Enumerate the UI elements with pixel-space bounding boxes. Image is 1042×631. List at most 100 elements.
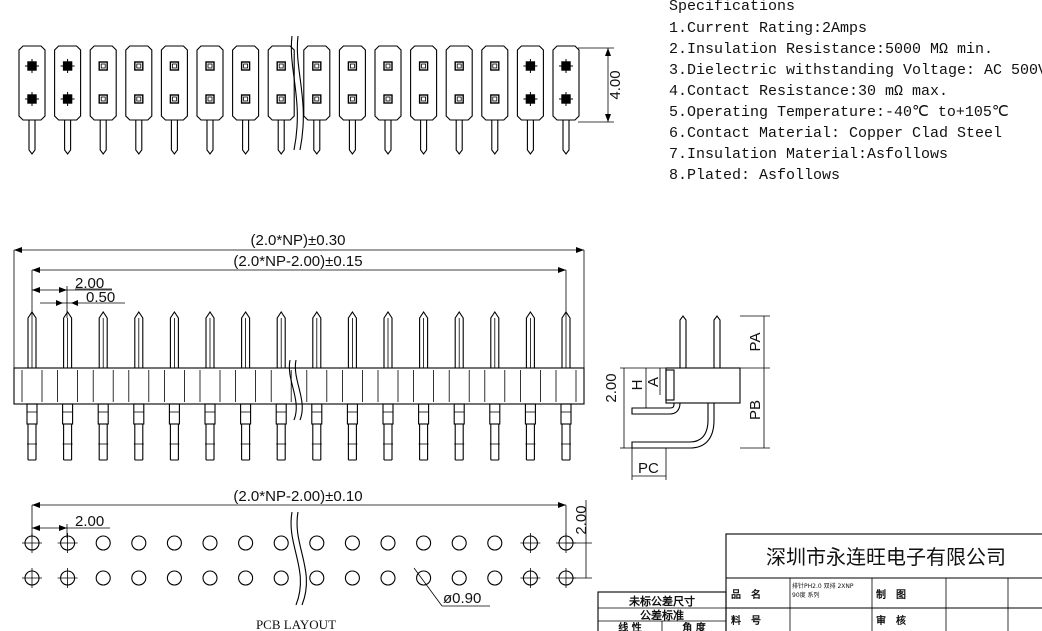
front-view (13, 311, 585, 461)
top-pin-housing (481, 45, 509, 155)
pcb-hole (202, 570, 218, 586)
pcb-layout (22, 533, 576, 588)
pcb-hole (238, 570, 254, 586)
break-mark-pcb (290, 511, 307, 606)
top-pin-housing (410, 45, 438, 155)
product-value: 排针PH2.0 双排 2XNP (792, 582, 854, 590)
pitch-label: 2.00 (75, 275, 104, 292)
material-label: 料 号 (731, 614, 761, 627)
front-housing (13, 367, 585, 405)
tolerance-header: 未标公差尺寸 (628, 594, 695, 608)
pcb-span-label: (2.0*NP-2.00)±0.10 (233, 488, 362, 505)
pcb-hole (22, 533, 42, 553)
specifications: Specifications 1.Current Rating:2Amps 2.… (669, 0, 1042, 184)
top-pin-housing (54, 45, 82, 155)
checked-label: 审 核 (876, 614, 906, 627)
spec-item: 6.Contact Material: Copper Clad Steel (669, 125, 1002, 142)
pcb-pitch-label: 2.00 (75, 513, 104, 530)
front-pin (342, 311, 363, 461)
front-pin (555, 311, 577, 461)
pcb-hole (520, 568, 541, 588)
spec-item: 5.Operating Temperature:-40℃ to+105℃ (669, 104, 1009, 121)
front-pin (128, 311, 150, 461)
spec-item: 4.Contact Resistance:30 mΩ max. (669, 83, 948, 100)
pcb-caption: PCB LAYOUT (256, 617, 336, 631)
pcb-hole (202, 535, 218, 551)
pcb-hole (380, 535, 396, 551)
top-height-dimension: 4.00 (578, 47, 624, 123)
front-pin (306, 311, 328, 461)
pcb-hole (238, 535, 254, 551)
spec-item: 1.Current Rating:2Amps (669, 20, 867, 37)
pa-label: PA (747, 333, 764, 352)
front-pin (520, 311, 541, 461)
pcb-hole (416, 570, 432, 586)
pcb-hole (344, 535, 360, 551)
pcb-hole (166, 570, 182, 586)
front-pin (484, 311, 506, 461)
front-pin (413, 311, 434, 461)
front-pin (448, 311, 470, 461)
top-pin-housing (232, 45, 260, 155)
side-view: PA PB 2.00 H A PC (603, 315, 770, 480)
top-pin-housing (125, 45, 153, 155)
spec-item: 8.Plated: Asfollows (669, 167, 840, 184)
pcb-hole (166, 535, 182, 551)
pcb-hole (380, 570, 396, 586)
drawn-label: 制 图 (876, 588, 906, 601)
pcb-hole (556, 568, 576, 588)
top-pin-housing (89, 45, 117, 155)
spec-item: 3.Dielectric withstanding Voltage: AC 50… (669, 62, 1042, 79)
pcb-hole (95, 535, 111, 551)
pcb-hole (131, 570, 147, 586)
pc-label: PC (638, 460, 659, 477)
break-mark-front (288, 359, 303, 421)
top-pin-housing (18, 45, 46, 155)
front-pin (199, 311, 221, 461)
tolerance-linear: 线 性 (618, 621, 641, 631)
front-pin (164, 311, 185, 461)
pcb-hole (22, 568, 42, 588)
h-label: H (629, 380, 646, 391)
pcb-hole (416, 535, 432, 551)
pb-label: PB (747, 400, 764, 420)
top-pin-housing (338, 45, 366, 155)
top-pin-housing (267, 45, 295, 155)
pin-width-label: 0.50 (86, 289, 115, 306)
pcb-dimensions: (2.0*NP-2.00)±0.10 2.00 2.00 ø0.90 PCB L… (31, 488, 592, 631)
pin-span-label: (2.0*NP-2.00)±0.15 (233, 253, 362, 270)
tolerance-standard: 公差标准 (640, 608, 684, 622)
top-pin-housing (196, 45, 224, 155)
pcb-hole (556, 533, 576, 553)
pcb-hole (309, 570, 325, 586)
pcb-hole (131, 535, 147, 551)
break-mark-top (290, 35, 304, 151)
spec-title: Specifications (669, 0, 795, 15)
pcb-hole (344, 570, 360, 586)
top-pin-housing (552, 45, 580, 155)
pcb-hole (487, 570, 503, 586)
pcb-hole (273, 535, 289, 551)
pcb-hole (451, 570, 467, 586)
tolerance-angle: 角 度 (682, 621, 706, 631)
pcb-row-pitch-label: 2.00 (573, 505, 590, 534)
top-pin-housing (160, 45, 188, 155)
top-pin-housing (303, 45, 331, 155)
top-pin-housing (445, 45, 473, 155)
pcb-hole (95, 570, 111, 586)
front-pin (270, 311, 292, 461)
title-block: 深圳市永连旺电子有限公司 品 名 排针PH2.0 双排 2XNP 90度 系列 … (597, 533, 1042, 631)
side-height-label: 2.00 (603, 373, 620, 402)
front-pin (377, 311, 399, 461)
company-name: 深圳市永连旺电子有限公司 (766, 545, 1006, 569)
pcb-hole (273, 570, 289, 586)
front-pin (92, 311, 114, 461)
top-pin-housing (516, 45, 544, 155)
front-pin (57, 311, 78, 461)
pcb-hole (520, 533, 541, 553)
front-pin (235, 311, 256, 461)
overall-length-label: (2.0*NP)±0.30 (251, 232, 346, 249)
pcb-hole (451, 535, 467, 551)
spec-item: 2.Insulation Resistance:5000 MΩ min. (669, 41, 993, 58)
